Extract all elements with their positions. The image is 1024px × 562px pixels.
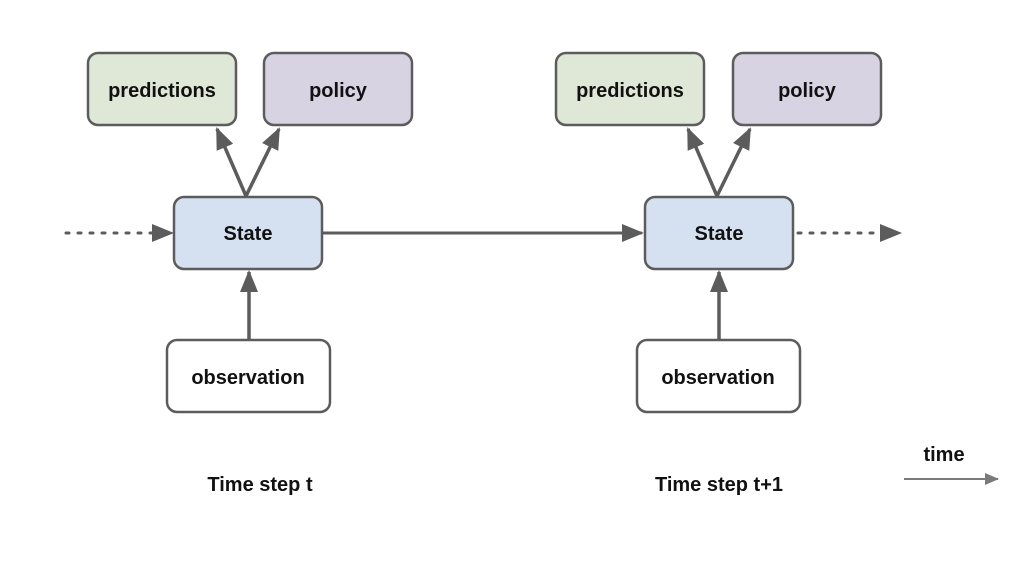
time-label: time — [923, 444, 964, 466]
state-label-t1: State — [695, 223, 744, 245]
arrow-state-to-predictions-t1 — [686, 127, 719, 197]
caption-time-step-t1: Time step t+1 — [655, 474, 783, 496]
predictions-label-t: predictions — [108, 80, 216, 102]
state-box-t: State — [172, 195, 324, 271]
state-rect-t1 — [643, 195, 795, 271]
predictions-rect-t — [86, 51, 238, 127]
observation-box-t1: observation — [635, 338, 802, 414]
policy-rect-t1 — [731, 51, 883, 127]
caption-time-step-t: Time step t — [207, 474, 313, 496]
predictions-box-t: predictions — [86, 51, 238, 127]
arrow-state-to-predictions-t — [215, 127, 248, 197]
state-label-t: State — [224, 223, 273, 245]
observation-label-t1: observation — [661, 367, 774, 389]
observation-label-t: observation — [191, 367, 304, 389]
state-box-t1: State — [643, 195, 795, 271]
predictions-box-t1: predictions — [554, 51, 706, 127]
predictions-rect-t1 — [554, 51, 706, 127]
observation-rect-t1 — [635, 338, 802, 414]
policy-box-t: policy — [262, 51, 414, 127]
policy-label-t1: policy — [778, 80, 837, 102]
arrow-state-to-policy-t — [244, 127, 281, 197]
policy-label-t: policy — [309, 80, 368, 102]
arrow-state-to-policy-t1 — [715, 127, 752, 197]
policy-rect-t — [262, 51, 414, 127]
observation-rect-t — [165, 338, 332, 414]
policy-box-t1: policy — [731, 51, 883, 127]
predictions-label-t1: predictions — [576, 80, 684, 102]
observation-box-t: observation — [165, 338, 332, 414]
